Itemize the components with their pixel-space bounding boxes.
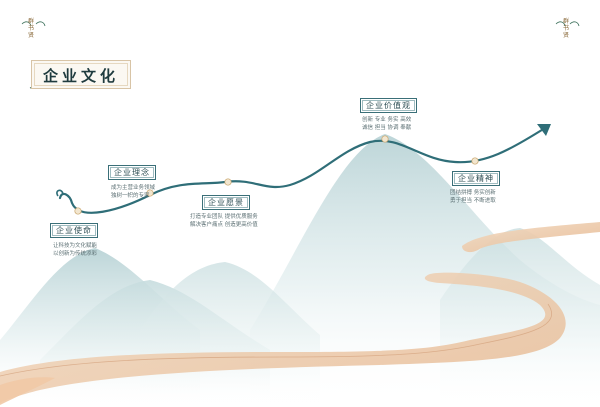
stage-desc-spirit: 团结拼搏 务实创新 勇于担当 不断进取	[450, 189, 496, 205]
corner-mark-char: 贤	[28, 32, 34, 39]
stage-desc-values: 创新 专业 务实 高效 诚信 担当 协调 奉献	[362, 116, 411, 132]
stage-desc-line: 让科技为文化赋能	[53, 242, 97, 250]
stage-desc-line: 勇于担当 不断进取	[450, 197, 496, 205]
stage-desc-line: 打造专业团队 提供优质服务	[190, 213, 258, 221]
stage-desc-line: 创新 专业 务实 高效	[362, 116, 411, 124]
page-title-frame: 企业文化	[31, 60, 131, 89]
stage-label-vision: 企业愿景	[202, 195, 250, 210]
page-title: 企业文化	[32, 65, 130, 86]
stage-desc-vision: 打造专业团队 提供优质服务 解决客户痛点 创造更高价值	[190, 213, 258, 229]
stage-desc-line: 以创新为传统添彩	[53, 250, 97, 258]
corner-mark-char: 贤	[563, 32, 569, 39]
stage-desc-mission: 让科技为文化赋能 以创新为传统添彩	[53, 242, 97, 258]
stage-label-spirit: 企业精神	[452, 171, 500, 186]
stage-desc-line: 独树一帜的专家	[111, 192, 155, 200]
stage-desc-philosophy: 成为主营业务领域 独树一帜的专家	[111, 184, 155, 200]
corner-mark-char: 书	[563, 25, 569, 32]
corner-mark-right: 群 书 贤	[563, 18, 569, 39]
corner-mark-left: 群 书 贤	[28, 18, 34, 39]
arrow-head	[537, 124, 551, 136]
stage-label-values: 企业价值观	[360, 98, 417, 113]
stage-desc-line: 团结拼搏 务实创新	[450, 189, 496, 197]
stage-desc-line: 诚信 担当 协调 奉献	[362, 124, 411, 132]
stage-desc-line: 解决客户痛点 创造更高价值	[190, 221, 258, 229]
stage-label-philosophy: 企业理念	[108, 165, 156, 180]
corner-mark-char: 群	[563, 18, 569, 25]
stage-label-mission: 企业使命	[50, 223, 98, 238]
corner-mark-char: 书	[28, 25, 34, 32]
corner-mark-char: 群	[28, 18, 34, 25]
stage-desc-line: 成为主营业务领域	[111, 184, 155, 192]
